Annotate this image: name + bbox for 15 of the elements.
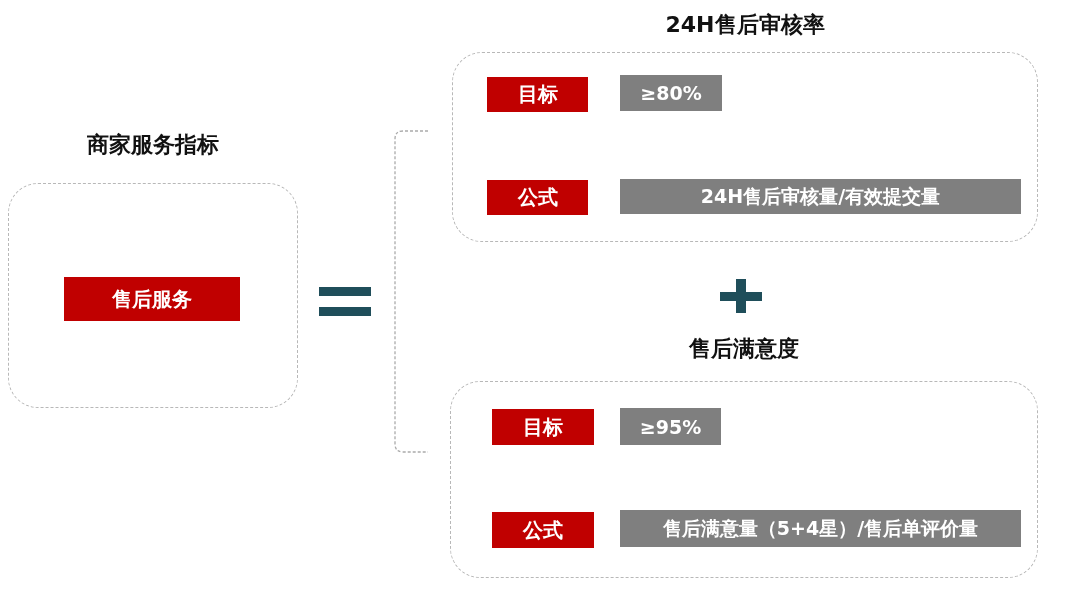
label-tag: 目标	[492, 409, 594, 445]
value-bar: 24H售后审核量/有效提交量	[620, 179, 1021, 214]
label-tag: 公式	[487, 180, 588, 215]
value-bar: ≥95%	[620, 408, 721, 445]
value-bar: 售后满意量（5+4星）/售后单评价量	[620, 510, 1021, 547]
value-bar: ≥80%	[620, 75, 722, 111]
heading: 售后满意度	[688, 335, 800, 363]
label-tag: 公式	[492, 512, 594, 548]
label-tag: 售后服务	[64, 277, 240, 321]
group-card	[452, 10, 1038, 242]
group-card	[8, 130, 298, 408]
label-tag: 目标	[487, 77, 588, 112]
heading: 24H售后审核率	[664, 11, 826, 39]
heading: 商家服务指标	[86, 131, 220, 159]
group-card	[450, 334, 1038, 578]
